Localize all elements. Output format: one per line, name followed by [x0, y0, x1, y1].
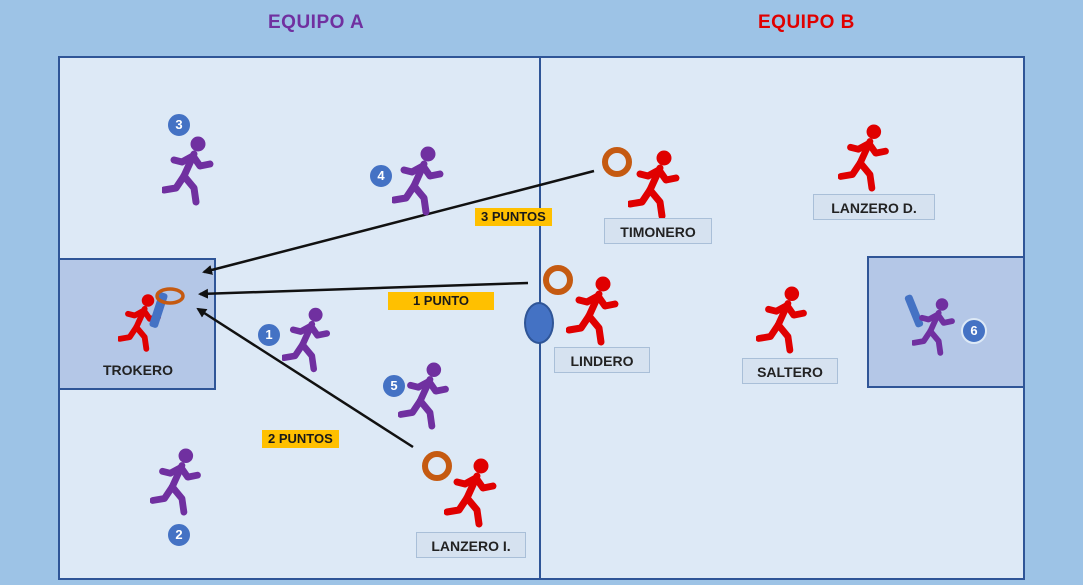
- running-person-icon: [759, 287, 804, 350]
- bat-icon: [904, 294, 924, 328]
- running-person-icon: [401, 363, 446, 426]
- points-label-two: 2 PUNTOS: [262, 430, 339, 448]
- player-number-badge: 4: [368, 163, 394, 189]
- player-number-badge: 6: [961, 318, 987, 344]
- running-person-icon: [164, 137, 210, 202]
- team-a-title: EQUIPO A: [268, 12, 365, 33]
- player-number-badge: 1: [256, 322, 282, 348]
- running-person-icon: [153, 449, 198, 512]
- role-label-trokero: TROKERO: [103, 362, 173, 378]
- points-label-three: 3 PUNTOS: [475, 208, 552, 226]
- points-label-one: 1 PUNTO: [388, 292, 494, 310]
- role-label-timonero: TIMONERO: [604, 218, 712, 244]
- running-person-icon: [569, 277, 615, 342]
- ring-icon: [543, 265, 573, 295]
- player-number-badge: 3: [166, 112, 192, 138]
- arrow-icon: [196, 307, 414, 449]
- role-label-saltero: SALTERO: [742, 358, 838, 384]
- center-marker: [524, 302, 554, 344]
- running-person-icon: [447, 459, 493, 524]
- player-number-badge: 2: [166, 522, 192, 548]
- role-label-lanzero-i: LANZERO I.: [416, 532, 526, 558]
- role-label-lindero: LINDERO: [554, 347, 650, 373]
- arrow-icon: [202, 169, 595, 275]
- arrow-icon: [198, 281, 529, 299]
- running-person-icon: [841, 125, 886, 188]
- team-b-title: EQUIPO B: [758, 12, 855, 33]
- ring-icon: [155, 287, 185, 305]
- player-number-badge: 5: [381, 373, 407, 399]
- running-person-icon: [630, 151, 676, 216]
- ring-icon: [602, 147, 632, 177]
- running-person-icon: [394, 147, 440, 212]
- ring-icon: [422, 451, 452, 481]
- running-person-icon: [284, 308, 327, 369]
- role-label-lanzero-d: LANZERO D.: [813, 194, 935, 220]
